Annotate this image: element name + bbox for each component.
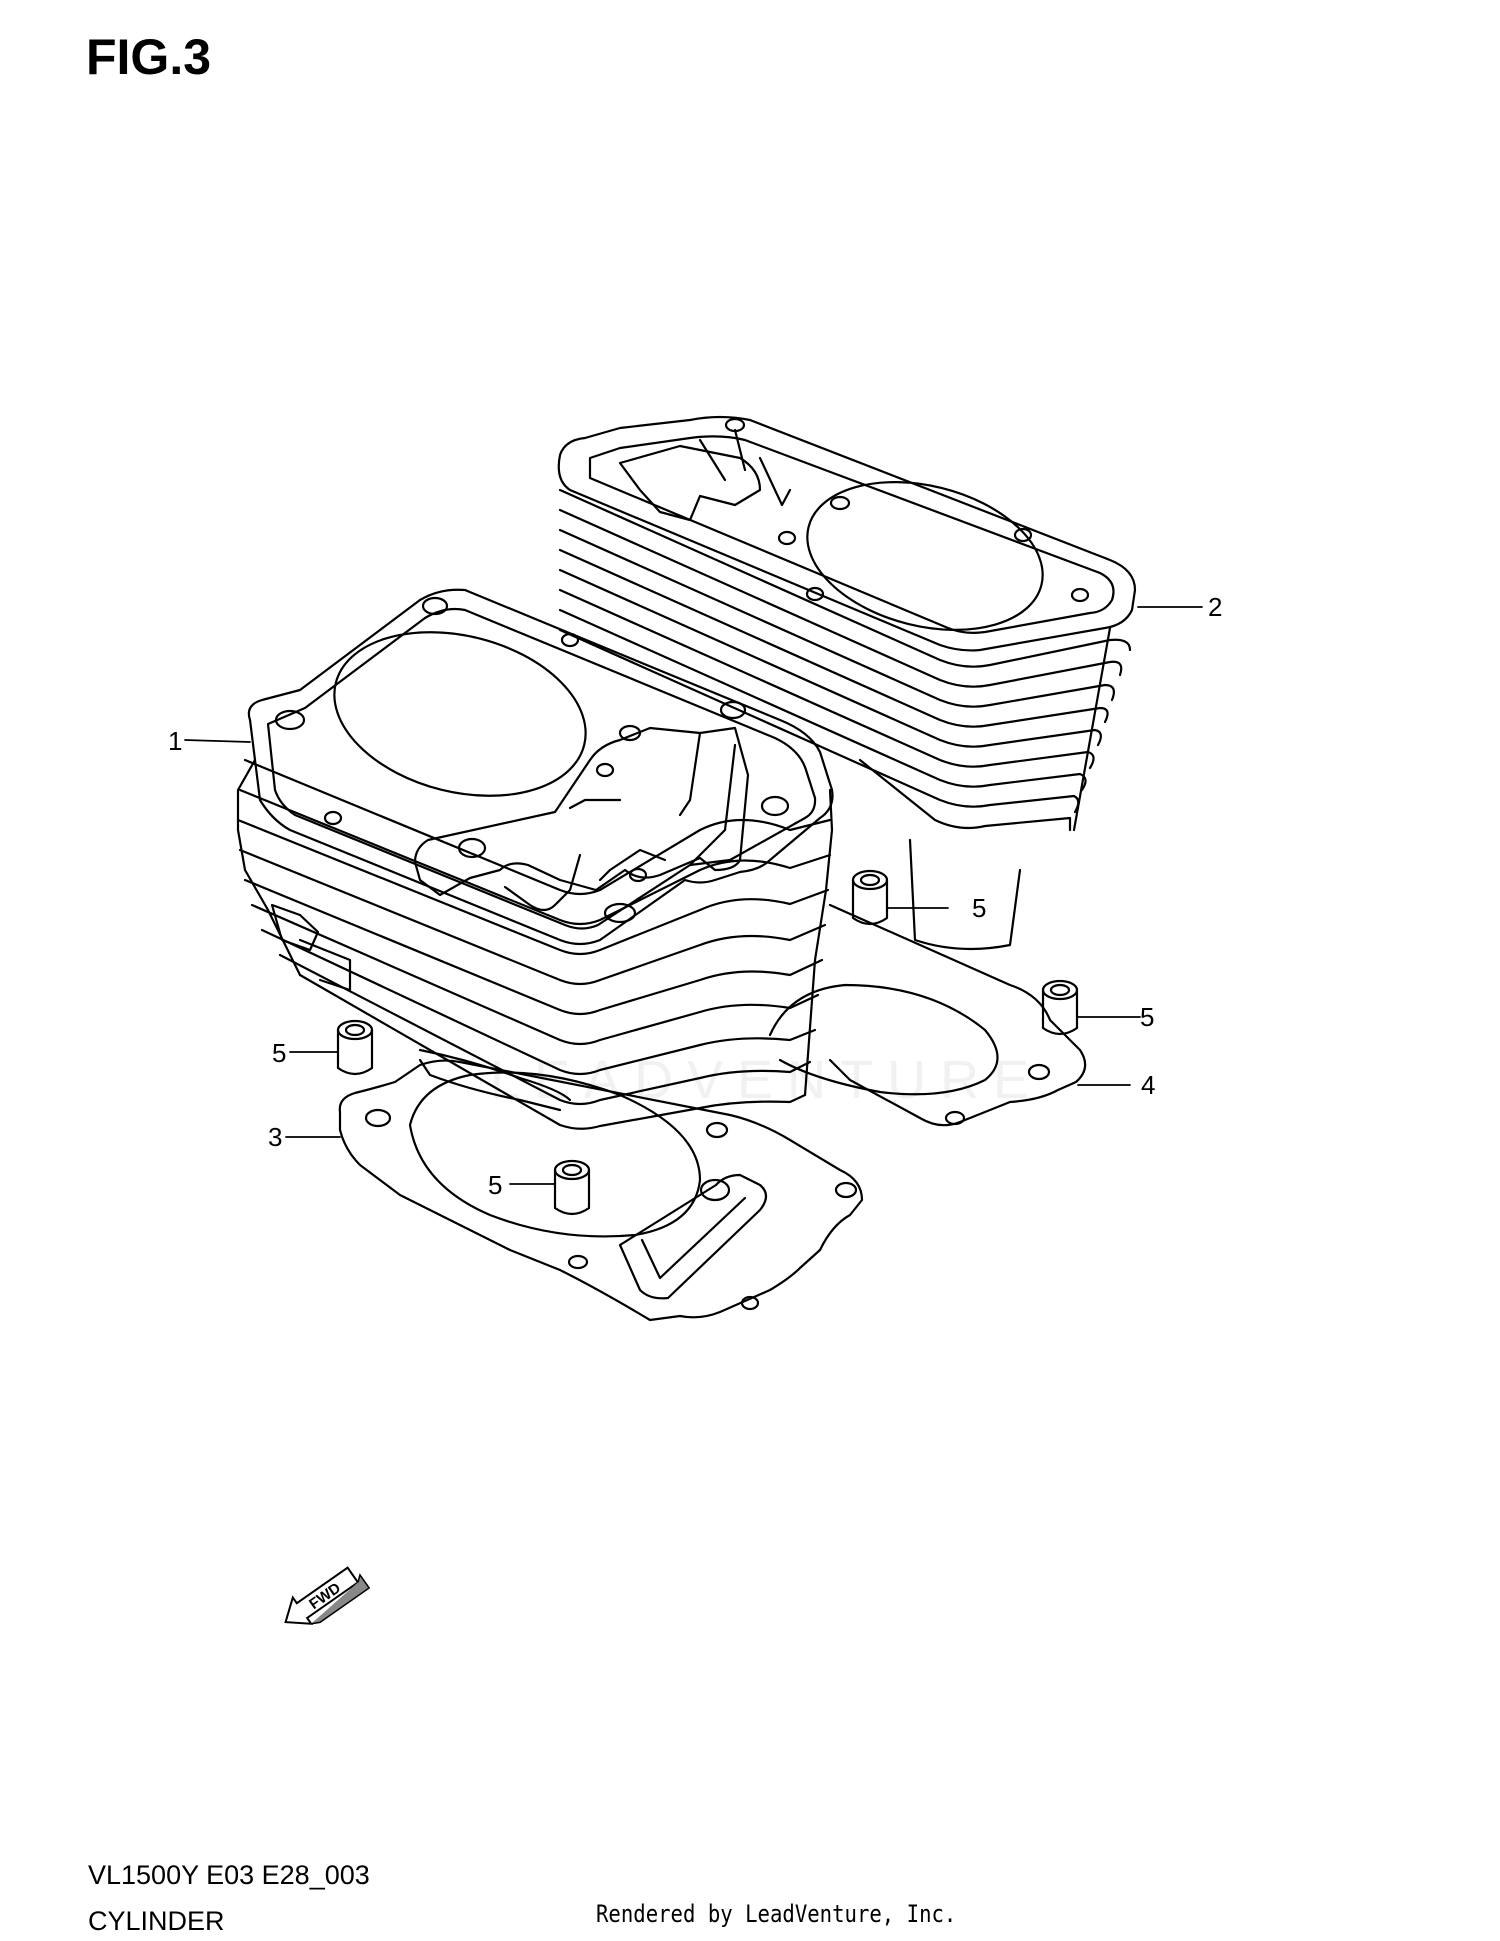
callout-1: 1 <box>168 726 182 756</box>
watermark: LEADVENTURE <box>490 1050 1043 1110</box>
rear-cylinder <box>557 415 1137 951</box>
callout-2: 2 <box>1208 592 1222 622</box>
callout-3: 3 <box>268 1122 282 1152</box>
dowel-pin-a <box>336 1019 374 1076</box>
callout-5b: 5 <box>972 893 986 923</box>
rendered-by-credit: Rendered by LeadVenture, Inc. <box>596 1900 957 1928</box>
callout-5d: 5 <box>488 1170 502 1200</box>
dowel-pin-c <box>1041 979 1079 1036</box>
dowel-pin-d <box>553 1159 591 1216</box>
model-code: VL1500Y E03 E28_003 <box>88 1860 370 1890</box>
dowel-pin-b <box>851 869 889 926</box>
leader-line-1 <box>184 739 251 743</box>
figure-title: FIG.3 <box>86 29 212 85</box>
callout-5c: 5 <box>1140 1002 1154 1032</box>
fwd-arrow-icon: FWD <box>284 1566 371 1625</box>
callout-4: 4 <box>1141 1070 1155 1100</box>
section-name: CYLINDER <box>88 1906 225 1936</box>
front-cylinder-gasket <box>338 1059 864 1322</box>
front-cylinder <box>236 588 834 1130</box>
callout-5a: 5 <box>272 1038 286 1068</box>
